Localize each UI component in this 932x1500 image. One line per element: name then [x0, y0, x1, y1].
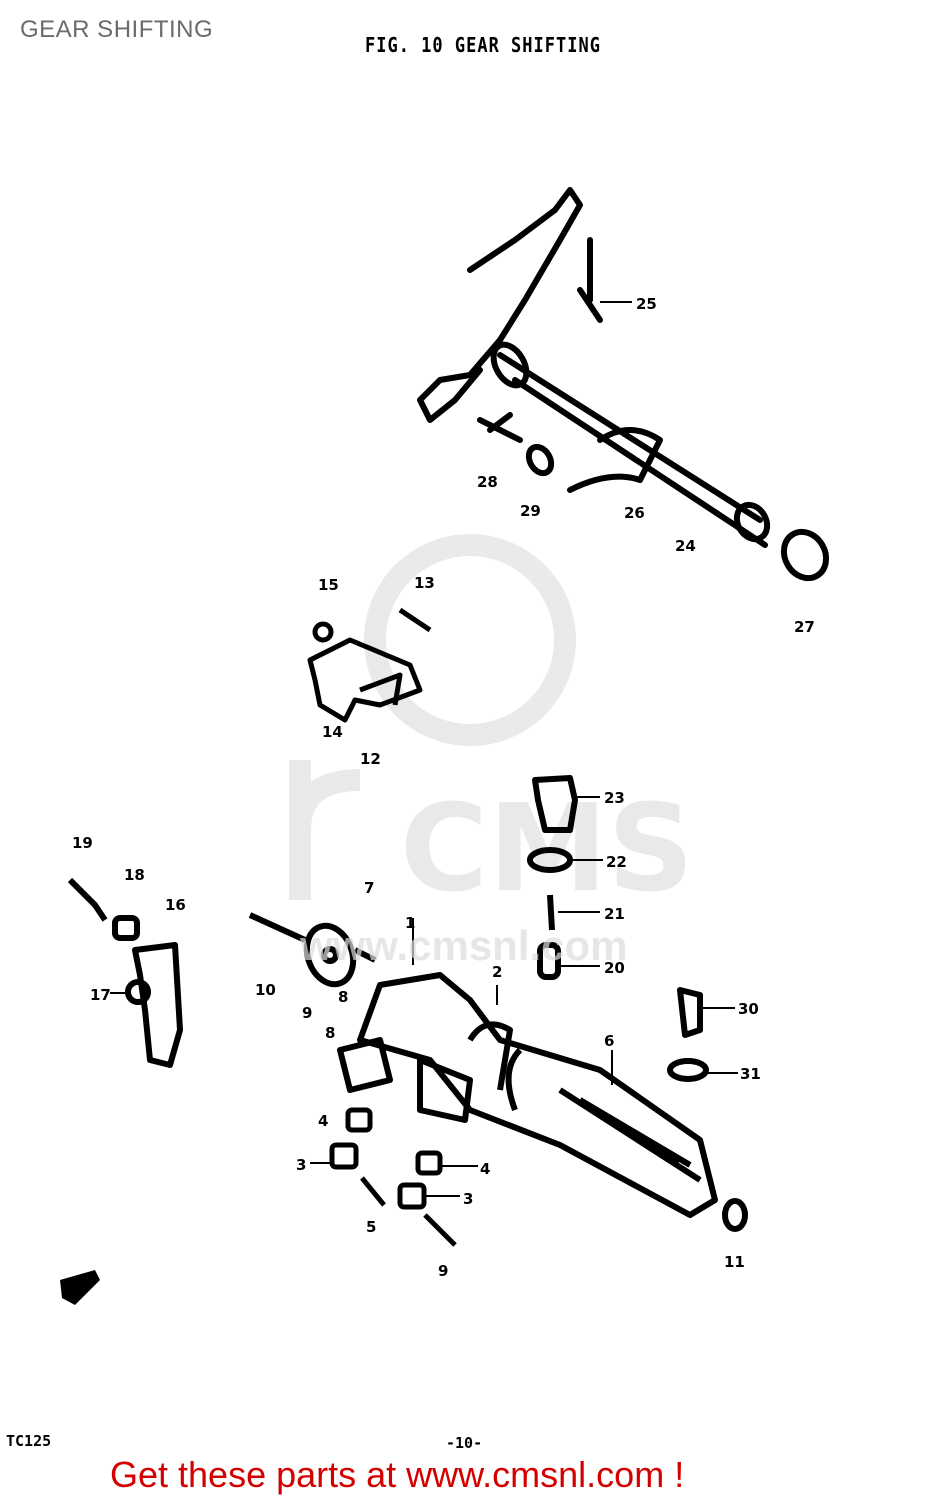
- part-label-6: 6: [604, 1032, 614, 1050]
- part-label-24: 24: [675, 537, 696, 555]
- part-label-12: 12: [360, 750, 381, 768]
- part-label-27: 27: [794, 618, 815, 636]
- part-label-7: 7: [364, 879, 374, 897]
- part-label-18: 18: [124, 866, 145, 884]
- part-label-28: 28: [477, 473, 498, 491]
- part-label-4b: 4: [480, 1160, 490, 1178]
- part-label-26: 26: [624, 504, 645, 522]
- loose-part-mark: [60, 1270, 100, 1305]
- part-label-11: 11: [724, 1253, 745, 1271]
- shift-arm-assembly: [67, 877, 183, 1068]
- page-number: -10-: [446, 1434, 483, 1452]
- part-label-10: 10: [255, 981, 276, 999]
- neutral-switch-assembly: [527, 775, 709, 1082]
- shift-cam-drum-assembly: [248, 912, 748, 1232]
- shift-shaft-assembly: [417, 187, 830, 582]
- part-label-9a: 9: [302, 1004, 312, 1022]
- part-label-5: 5: [366, 1218, 376, 1236]
- part-label-17: 17: [90, 986, 111, 1004]
- part-label-2: 2: [492, 963, 502, 981]
- watermark-logo: CMS: [289, 534, 694, 919]
- footer-banner-link[interactable]: Get these parts at www.cmsnl.com !: [110, 1454, 685, 1495]
- model-code: TC125: [6, 1432, 52, 1450]
- part-label-16: 16: [165, 896, 186, 914]
- part-label-31: 31: [740, 1065, 761, 1083]
- part-number-labels: 1 2 3 3 4 4 5 6 7 8 8 9 9 10 11 12 13 14…: [72, 295, 815, 1280]
- part-label-25: 25: [636, 295, 657, 313]
- part-label-30: 30: [738, 1000, 759, 1018]
- part-label-9b: 9: [438, 1262, 448, 1280]
- part-label-13: 13: [414, 574, 435, 592]
- part-label-8a: 8: [338, 988, 348, 1006]
- part-label-29: 29: [520, 502, 541, 520]
- part-label-3a: 3: [296, 1156, 306, 1174]
- part-label-19: 19: [72, 834, 93, 852]
- page-title: GEAR SHIFTING: [20, 16, 214, 43]
- figure-caption: FIG. 10 GEAR SHIFTING: [365, 34, 601, 58]
- part-label-15: 15: [318, 576, 339, 594]
- part-label-8b: 8: [325, 1024, 335, 1042]
- part-label-3b: 3: [463, 1190, 473, 1208]
- part-label-14: 14: [322, 723, 343, 741]
- part-label-20: 20: [604, 959, 625, 977]
- cam-stopper-assembly: [307, 607, 432, 723]
- part-label-1: 1: [405, 914, 415, 932]
- watermark-url: www.cmsnl.com: [300, 922, 628, 969]
- part-label-21: 21: [604, 905, 625, 923]
- part-label-4a: 4: [318, 1112, 328, 1130]
- fork-pins-rollers: [329, 1107, 457, 1247]
- leader-lines: [110, 301, 738, 1197]
- part-label-22: 22: [606, 853, 627, 871]
- part-label-23: 23: [604, 789, 625, 807]
